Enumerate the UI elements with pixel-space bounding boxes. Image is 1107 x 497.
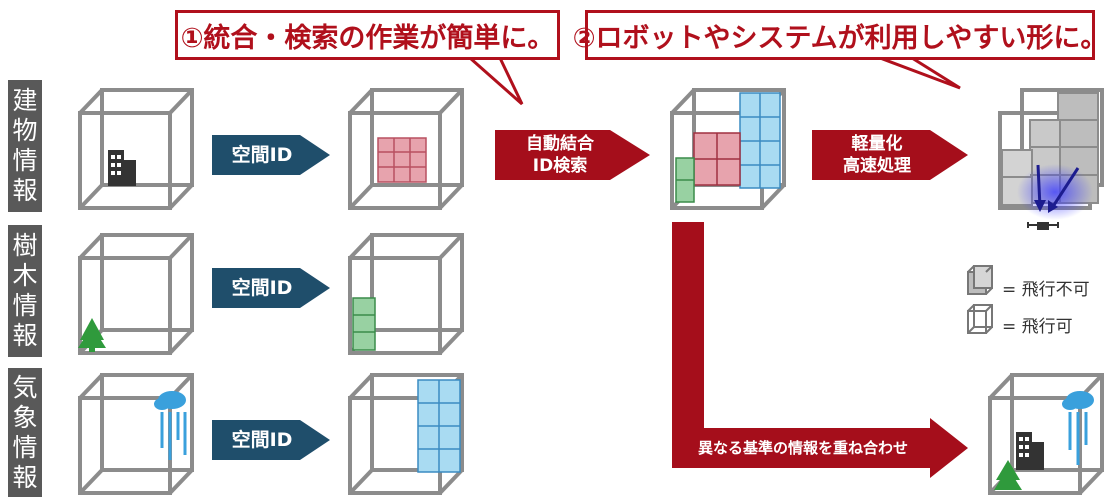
callout-1-tail: [466, 56, 524, 106]
callout-2-tail: [879, 56, 961, 90]
callout-integration-search: ①統合・検索の作業が簡単に。: [175, 10, 560, 60]
drone-path-glow: [1017, 164, 1093, 220]
auto-merge-arrow: [495, 130, 650, 180]
legend-no-fly-icon: [967, 265, 993, 295]
building-empty-cube: [78, 88, 194, 210]
row-label-char: 報: [12, 321, 38, 350]
legend-no-fly-text: = 飛行不可: [1002, 280, 1090, 300]
auto-merge-label: 自動結合 ID検索: [495, 132, 625, 178]
row-label-char: 情: [12, 146, 38, 175]
tree-voxels: [352, 297, 376, 351]
row-label-char: 木: [12, 261, 38, 290]
space-id-label-2: 空間ID: [231, 277, 293, 299]
row-label-char: 物: [12, 116, 38, 145]
lightweight-label: 軽量化 高速処理: [812, 132, 942, 178]
row-label-building: 建 物 情 報: [8, 80, 42, 212]
building-icon: [108, 150, 136, 186]
auto-merge-line-1: 自動結合: [526, 134, 594, 154]
lightweight-line-1: 軽量化: [851, 134, 903, 154]
merged-weather-voxels: [739, 92, 781, 189]
row-label-char: 樹: [12, 231, 38, 260]
overlay-label: 異なる基準の情報を重ね合わせ: [697, 439, 908, 457]
space-id-label-1: 空間ID: [231, 144, 293, 166]
composite-rain-icon: [1062, 391, 1094, 465]
composite-tree-icon: [994, 460, 1022, 490]
overlay-arrow: [672, 222, 968, 478]
legend-fly-ok-text: = 飛行可: [1002, 317, 1073, 337]
row-label-char: 報: [12, 462, 38, 492]
lightweight-line-2: 高速処理: [843, 156, 911, 176]
row-label-weather: 気 象 情 報: [8, 368, 42, 497]
tree-icon: [78, 318, 106, 352]
drone-icon: [1027, 222, 1059, 230]
composite-building-icon: [1016, 432, 1044, 470]
merged-tree-voxels: [675, 157, 695, 203]
row-label-char: 情: [12, 291, 38, 320]
auto-merge-line-2: ID検索: [532, 156, 588, 176]
space-id-arrow-1: [212, 135, 330, 175]
drone-path-arrows: [1034, 164, 1080, 213]
building-voxel-cube: [348, 88, 464, 210]
space-id-label-3: 空間ID: [231, 429, 293, 451]
merged-building-voxels: [693, 132, 741, 186]
weather-voxels: [417, 379, 461, 473]
row-label-char: 気: [12, 372, 38, 402]
row-label-char: 象: [12, 402, 38, 432]
callout-robot-friendly: ②ロボットやシステムが利用しやすい形に。: [573, 10, 1107, 60]
row-label-tree: 樹 木 情 報: [8, 225, 42, 357]
space-id-arrow-3: [212, 420, 330, 460]
lightweight-arrow: [812, 130, 968, 180]
space-id-arrow-2: [212, 268, 330, 308]
legend-fly-ok-icon: [967, 304, 993, 334]
row-label-char: 情: [12, 432, 38, 462]
rain-cloud-icon: [154, 391, 187, 460]
building-voxels: [377, 137, 427, 183]
row-label-char: 建: [12, 86, 38, 115]
row-label-char: 報: [12, 176, 38, 205]
